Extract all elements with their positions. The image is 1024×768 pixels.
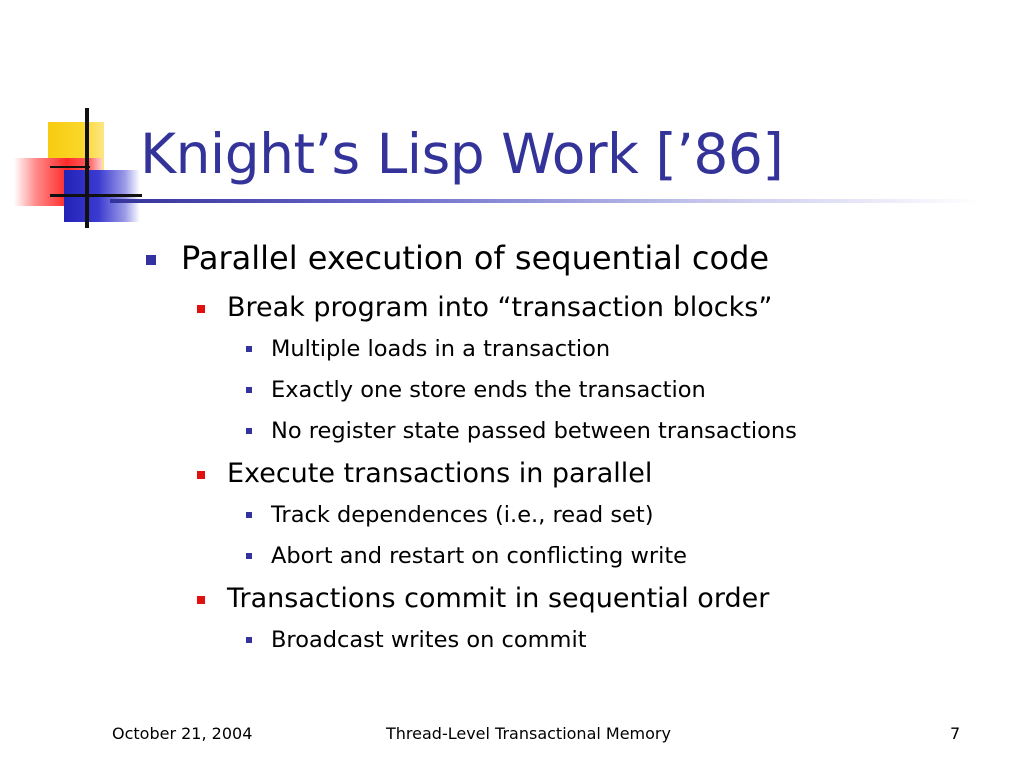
bullet-item: No register state passed between transac… xyxy=(140,413,1000,454)
square-bullet-icon xyxy=(146,255,156,265)
bullet-item: Track dependences (i.e., read set) xyxy=(140,497,1000,538)
bullet-text: Broadcast writes on commit xyxy=(271,627,587,653)
bullet-text: Break program into “transaction blocks” xyxy=(227,292,773,323)
square-bullet-icon xyxy=(246,346,252,352)
footer-date: October 21, 2004 xyxy=(112,724,253,743)
bullet-item: Exactly one store ends the transaction xyxy=(140,372,1000,413)
bullet-text: Transactions commit in sequential order xyxy=(227,583,770,614)
bullet-text: Execute transactions in parallel xyxy=(227,458,653,489)
footer-title: Thread-Level Transactional Memory xyxy=(386,724,671,743)
square-bullet-icon xyxy=(197,305,205,313)
page-number: 7 xyxy=(950,724,961,743)
bullet-text: Parallel execution of sequential code xyxy=(181,239,770,277)
bullet-text: Multiple loads in a transaction xyxy=(271,336,611,362)
bullet-text: Abort and restart on conflicting write xyxy=(271,543,688,569)
logo-horizontal-line xyxy=(50,194,142,197)
square-bullet-icon xyxy=(246,428,252,434)
bullet-text: No register state passed between transac… xyxy=(271,418,797,444)
bullet-item: Break program into “transaction blocks” xyxy=(140,288,1000,331)
bullet-item: Abort and restart on conflicting write xyxy=(140,538,1000,579)
colored-blocks-logo-icon xyxy=(0,0,150,240)
square-bullet-icon xyxy=(246,637,252,643)
bullet-item: Execute transactions in parallel xyxy=(140,454,1000,497)
bullet-item: Parallel execution of sequential code xyxy=(140,236,1000,288)
logo-vertical-line xyxy=(85,108,89,228)
bullet-text: Track dependences (i.e., read set) xyxy=(271,502,654,528)
square-bullet-icon xyxy=(246,387,252,393)
square-bullet-icon xyxy=(197,596,205,604)
square-bullet-icon xyxy=(197,471,205,479)
logo-horizontal-line-upper xyxy=(50,166,90,168)
bullet-list: Parallel execution of sequential code Br… xyxy=(140,236,1000,663)
square-bullet-icon xyxy=(246,553,252,559)
bullet-text: Exactly one store ends the transaction xyxy=(271,377,706,403)
square-bullet-icon xyxy=(246,512,252,518)
slide-title: Knight’s Lisp Work [’86] xyxy=(140,122,784,186)
bullet-item: Transactions commit in sequential order xyxy=(140,579,1000,622)
title-underline xyxy=(110,199,980,203)
bullet-item: Broadcast writes on commit xyxy=(140,622,1000,663)
bullet-item: Multiple loads in a transaction xyxy=(140,331,1000,372)
